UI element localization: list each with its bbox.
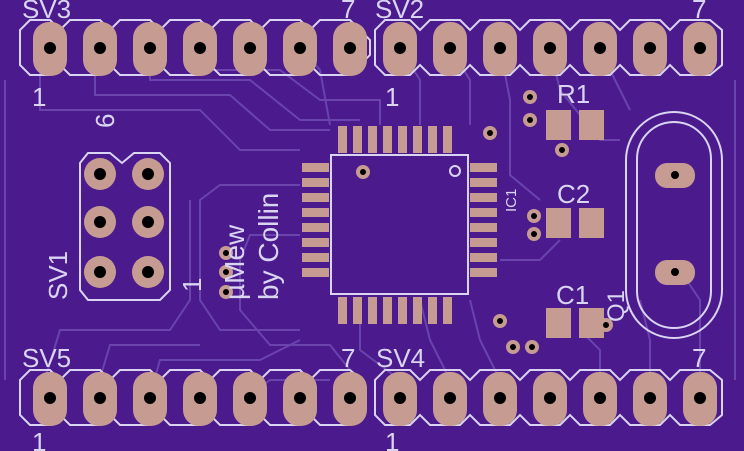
- sv3-label: SV3: [22, 0, 71, 24]
- q1-label: Q1: [603, 290, 630, 322]
- board-text-line2: by Collin: [253, 193, 284, 300]
- sv5-pin-last: 7: [341, 343, 355, 373]
- sv4-label: SV4: [376, 343, 425, 373]
- sv4-pins: [383, 372, 717, 426]
- c1-label: C1: [556, 280, 589, 310]
- ic1-label: IC1: [503, 189, 520, 212]
- sv2-pin-first: 1: [385, 82, 399, 112]
- r1-pad-2: [579, 110, 604, 140]
- sv1-pins: [84, 158, 164, 288]
- c2-label: C2: [557, 179, 590, 209]
- sv1-label: SV1: [43, 251, 73, 300]
- r1-pad-1: [546, 110, 571, 140]
- r1-label: R1: [557, 79, 590, 109]
- sv5-label: SV5: [22, 343, 71, 373]
- c1-pad-1: [546, 308, 571, 338]
- ic1-pads: [302, 126, 497, 324]
- silkscreen-rotated-labels: SV1 6 1 IC1 Q1 µMew by Collin: [43, 114, 630, 322]
- c2-pad-1: [546, 208, 571, 238]
- sv1-pin-first: 1: [177, 278, 207, 292]
- sv4-pin-last: 7: [692, 343, 706, 373]
- passive-pads: [546, 110, 604, 338]
- sv1-pin-last: 6: [90, 114, 120, 128]
- sv3-pin-last: 7: [341, 0, 355, 24]
- sv2-pin-last: 7: [692, 0, 706, 24]
- board-text-line1: µMew: [219, 224, 250, 300]
- sv2-pins: [383, 22, 717, 76]
- silkscreen-labels: SV3 1 7 SV2 1 7 SV5 1 7 SV4 1 7 R1 C2 C1: [22, 0, 706, 451]
- sv5-pins: [33, 372, 367, 426]
- c2-pad-2: [579, 208, 604, 238]
- sv5-pin-first: 1: [32, 427, 46, 451]
- q1-pads: [655, 163, 695, 285]
- sv2-label: SV2: [375, 0, 424, 24]
- sv3-pin-first: 1: [32, 82, 46, 112]
- vias: [219, 90, 613, 354]
- sv3-pins: [33, 22, 367, 76]
- sv4-pin-first: 1: [385, 427, 399, 451]
